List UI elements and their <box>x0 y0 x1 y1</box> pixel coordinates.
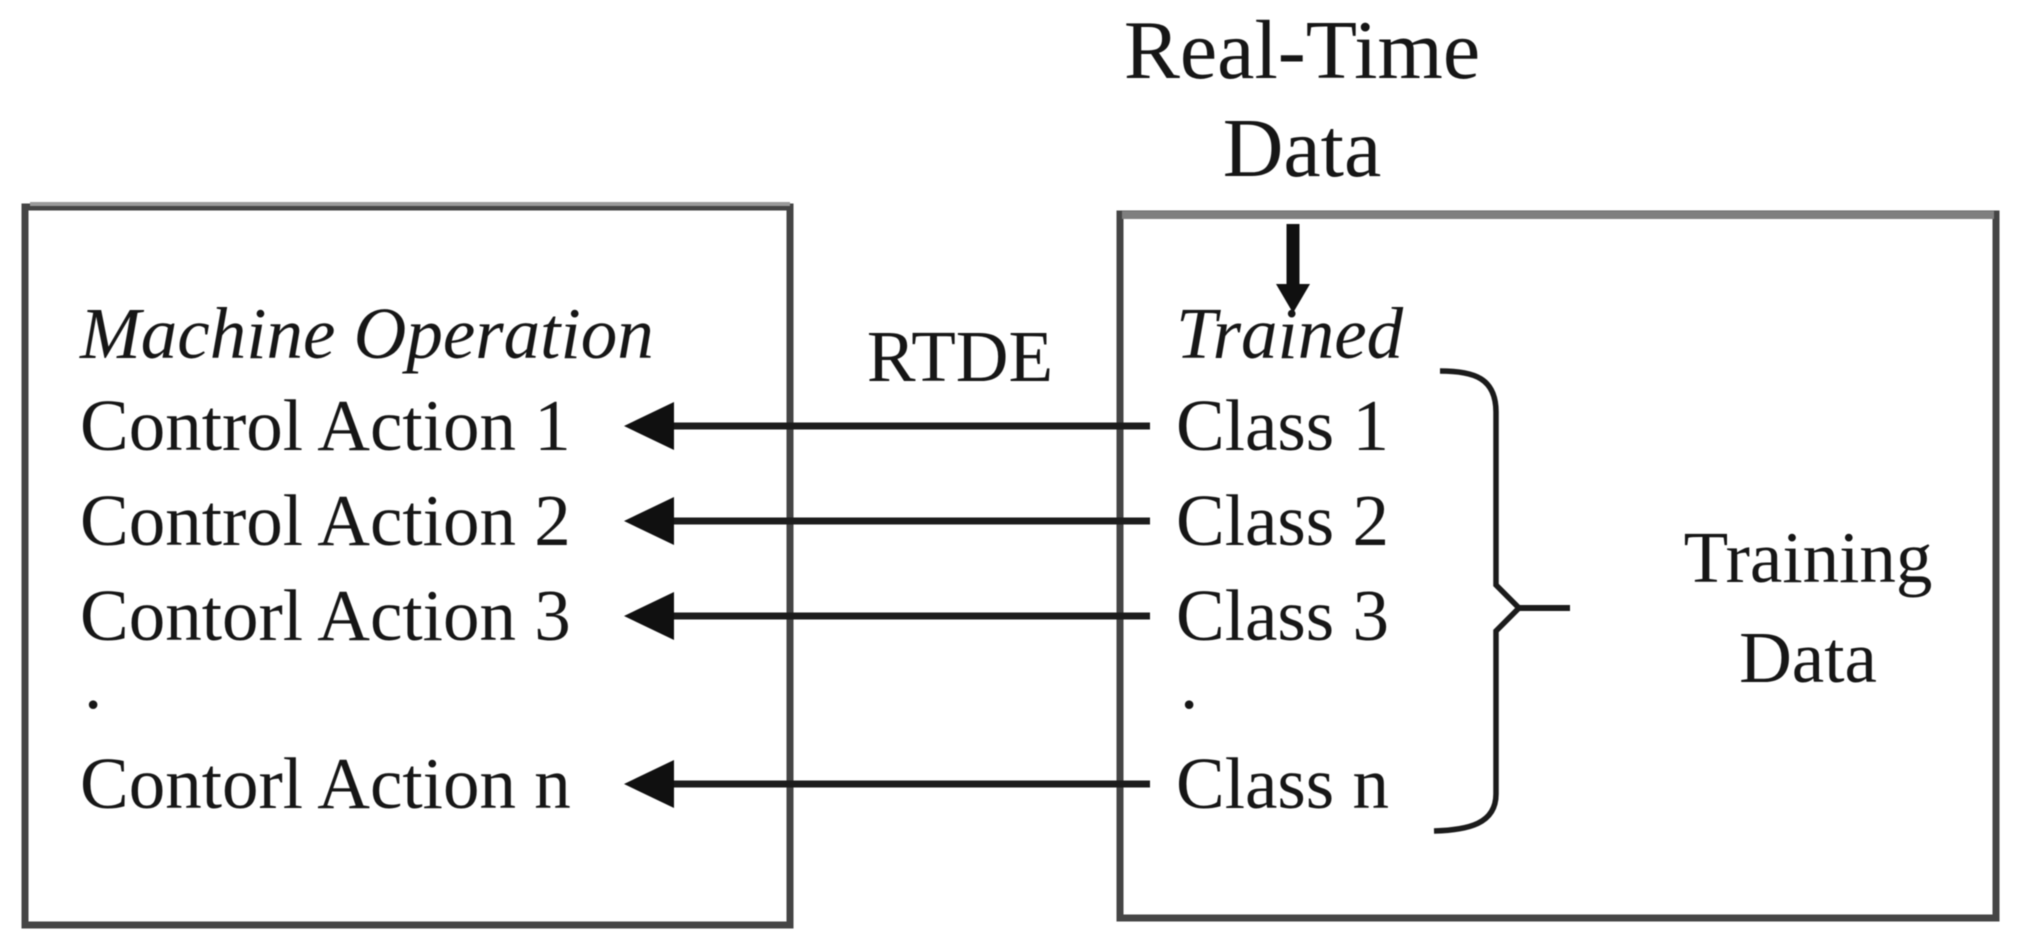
training-data-label: Training Data <box>1553 508 2026 708</box>
class-row-3: Class 3 <box>1176 575 1389 656</box>
training-data-line2: Data <box>1739 617 1877 698</box>
left-arrowhead-icon <box>624 497 674 545</box>
control-action-row-n: Contorl Action n <box>80 743 571 824</box>
row-arrow-n <box>624 760 1150 808</box>
trained-title: Trained <box>1176 293 1404 374</box>
row-arrow-2 <box>624 497 1150 545</box>
class-row-n: Class n <box>1176 743 1389 824</box>
row-arrow-1 <box>624 402 1150 450</box>
machine-operation-title: Machine Operation <box>80 293 654 374</box>
real-time-data-label: Real-Time Data <box>1000 2 1604 198</box>
class-row-1: Class 1 <box>1176 385 1389 466</box>
control-action-row-3: Contorl Action 3 <box>80 575 571 656</box>
control-action-row-1: Control Action 1 <box>80 385 571 466</box>
control-action-row-2: Control Action 2 <box>80 480 571 561</box>
real-time-data-line1: Real-Time <box>1123 4 1481 97</box>
machine-operation-box-outline <box>21 203 794 929</box>
rtde-label: RTDE <box>866 316 1054 397</box>
row-arrow-3 <box>624 592 1150 640</box>
left-arrowhead-icon <box>624 402 674 450</box>
left-arrowhead-icon <box>624 592 674 640</box>
class-ellipsis: . <box>1180 643 1199 724</box>
down-arrow-head-icon <box>1276 284 1310 313</box>
training-data-line1: Training <box>1683 517 1933 598</box>
control-action-ellipsis: . <box>84 643 103 724</box>
real-time-data-line2: Data <box>1222 102 1382 195</box>
left-arrowhead-icon <box>624 760 674 808</box>
training-data-brace <box>1433 368 1523 834</box>
class-row-2: Class 2 <box>1176 480 1389 561</box>
